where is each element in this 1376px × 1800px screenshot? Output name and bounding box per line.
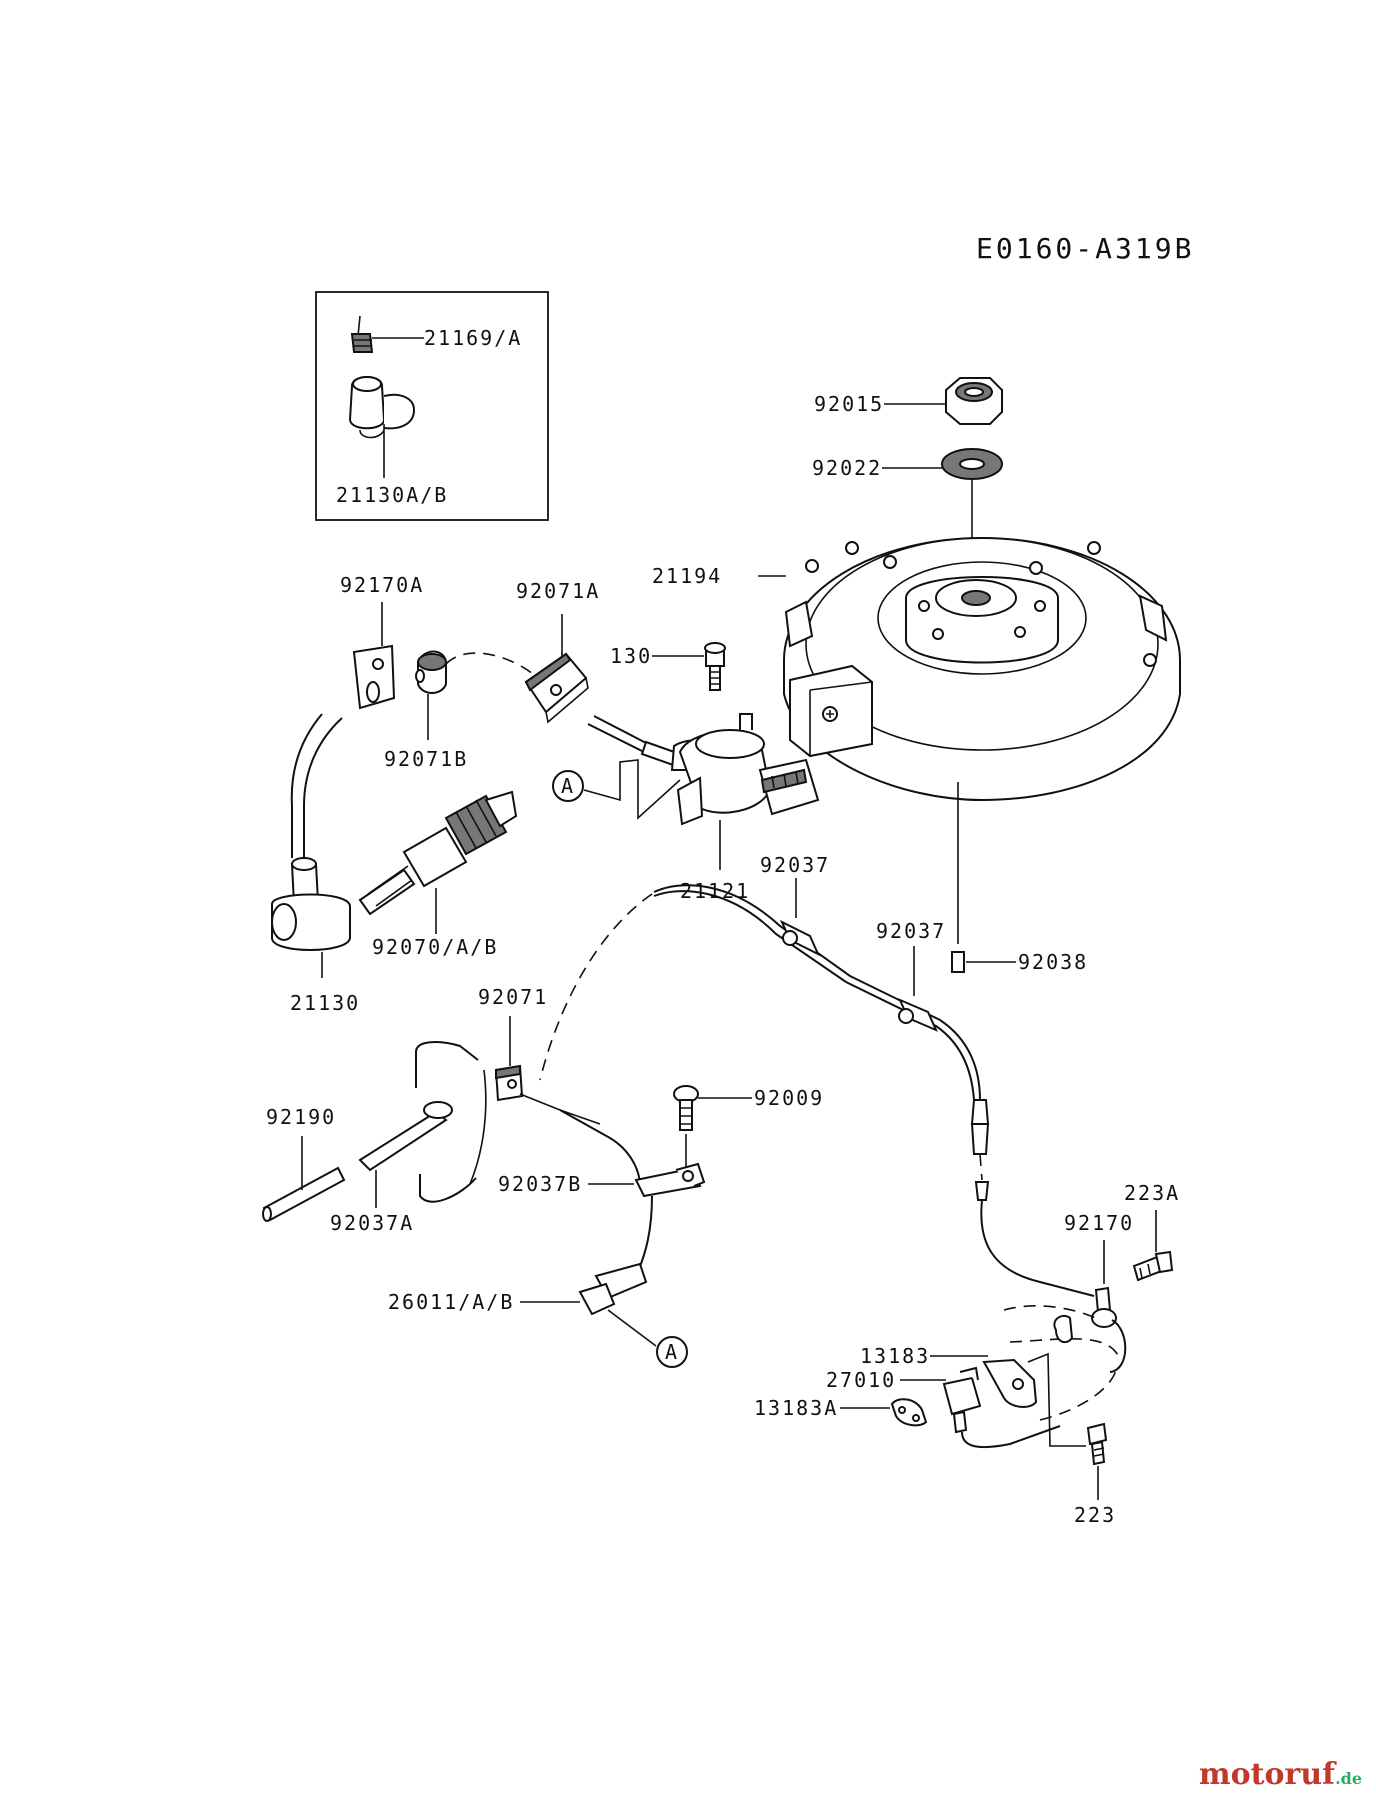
label-13183A: 13183A bbox=[754, 1396, 838, 1420]
label-92170A: 92170A bbox=[340, 573, 424, 597]
ref-marker-A-top: A bbox=[552, 759, 681, 820]
bolt-130: 130 bbox=[610, 642, 726, 691]
wiring-harness: 92037 92037 bbox=[539, 853, 1095, 1297]
bracket-13183: 13183 bbox=[860, 1344, 1038, 1408]
plug-cap-21130AB bbox=[348, 376, 416, 439]
wire-loop bbox=[358, 1041, 487, 1203]
screw-223A: 223A bbox=[1124, 1181, 1180, 1282]
spring-21169 bbox=[350, 315, 374, 353]
label-223: 223 bbox=[1074, 1503, 1116, 1527]
label-92071A: 92071A bbox=[516, 579, 600, 603]
switch-27010: 27010 bbox=[826, 1366, 1061, 1449]
label-92190: 92190 bbox=[266, 1105, 336, 1129]
watermark-tld: .de bbox=[1335, 1769, 1362, 1788]
ref-marker-A-bottom-label: A bbox=[665, 1340, 679, 1364]
plug-cap-21130: 21130 bbox=[271, 857, 360, 1015]
label-92071: 92071 bbox=[478, 985, 548, 1009]
watermark-main: motoruf bbox=[1198, 1757, 1336, 1792]
label-92037B: 92037B bbox=[498, 1172, 582, 1196]
cap-92071B: 92071B bbox=[384, 650, 468, 771]
label-21169A: 21169/A bbox=[424, 326, 522, 350]
label-92037-a: 92037 bbox=[760, 853, 830, 877]
tube-92190: 92190 bbox=[262, 1105, 346, 1222]
screw-92009: 92009 bbox=[673, 1085, 824, 1131]
cap-92071: 92071 bbox=[478, 985, 601, 1125]
label-21130AB: 21130A/B bbox=[336, 483, 448, 507]
label-92071B: 92071B bbox=[384, 747, 468, 771]
ground-wire-loop bbox=[1003, 1305, 1121, 1447]
label-130: 130 bbox=[610, 644, 652, 668]
ref-marker-A-top-label: A bbox=[561, 774, 575, 798]
label-92037-b: 92037 bbox=[876, 919, 946, 943]
inset-box: 21169/A 21130A/B bbox=[315, 291, 549, 521]
label-21130: 21130 bbox=[290, 991, 360, 1015]
label-27010: 27010 bbox=[826, 1368, 896, 1392]
label-92015: 92015 bbox=[814, 392, 884, 416]
label-92170: 92170 bbox=[1064, 1211, 1134, 1235]
washer-92022: 92022 bbox=[812, 448, 1003, 560]
spark-plug-92070: 92070/A/B bbox=[358, 790, 518, 959]
label-92022: 92022 bbox=[812, 456, 882, 480]
connector-26011: 26011/A/B bbox=[388, 1262, 657, 1347]
clamp-92170A: 92170A bbox=[340, 573, 424, 710]
nut-92015: 92015 bbox=[814, 377, 1003, 425]
bracket-92037B: 92037B bbox=[498, 1109, 706, 1277]
ref-marker-A-bottom: A bbox=[656, 1336, 688, 1368]
diagram-code: E0160-A319B bbox=[976, 232, 1194, 265]
label-13183: 13183 bbox=[860, 1344, 930, 1368]
key-92038: 92038 bbox=[951, 950, 1088, 974]
watermark-logo: motoruf.de bbox=[1199, 1757, 1362, 1792]
label-223A: 223A bbox=[1124, 1181, 1180, 1205]
label-92038: 92038 bbox=[1018, 950, 1088, 974]
clamp-92170: 92170 bbox=[1064, 1211, 1134, 1373]
plate-13183A: 13183A bbox=[754, 1396, 928, 1427]
label-92037A: 92037A bbox=[330, 1211, 414, 1235]
pad-92071A: 92071A bbox=[516, 579, 600, 724]
label-21194: 21194 bbox=[652, 564, 722, 588]
screw-223: 223 bbox=[1074, 1422, 1116, 1527]
label-92009: 92009 bbox=[754, 1086, 824, 1110]
ignition-coil-21121: 21121 bbox=[587, 713, 820, 903]
label-92070AB: 92070/A/B bbox=[372, 935, 498, 959]
ht-lead-wire bbox=[303, 717, 343, 858]
flywheel-21194: 21194 bbox=[652, 537, 1181, 944]
label-26011AB: 26011/A/B bbox=[388, 1290, 514, 1314]
